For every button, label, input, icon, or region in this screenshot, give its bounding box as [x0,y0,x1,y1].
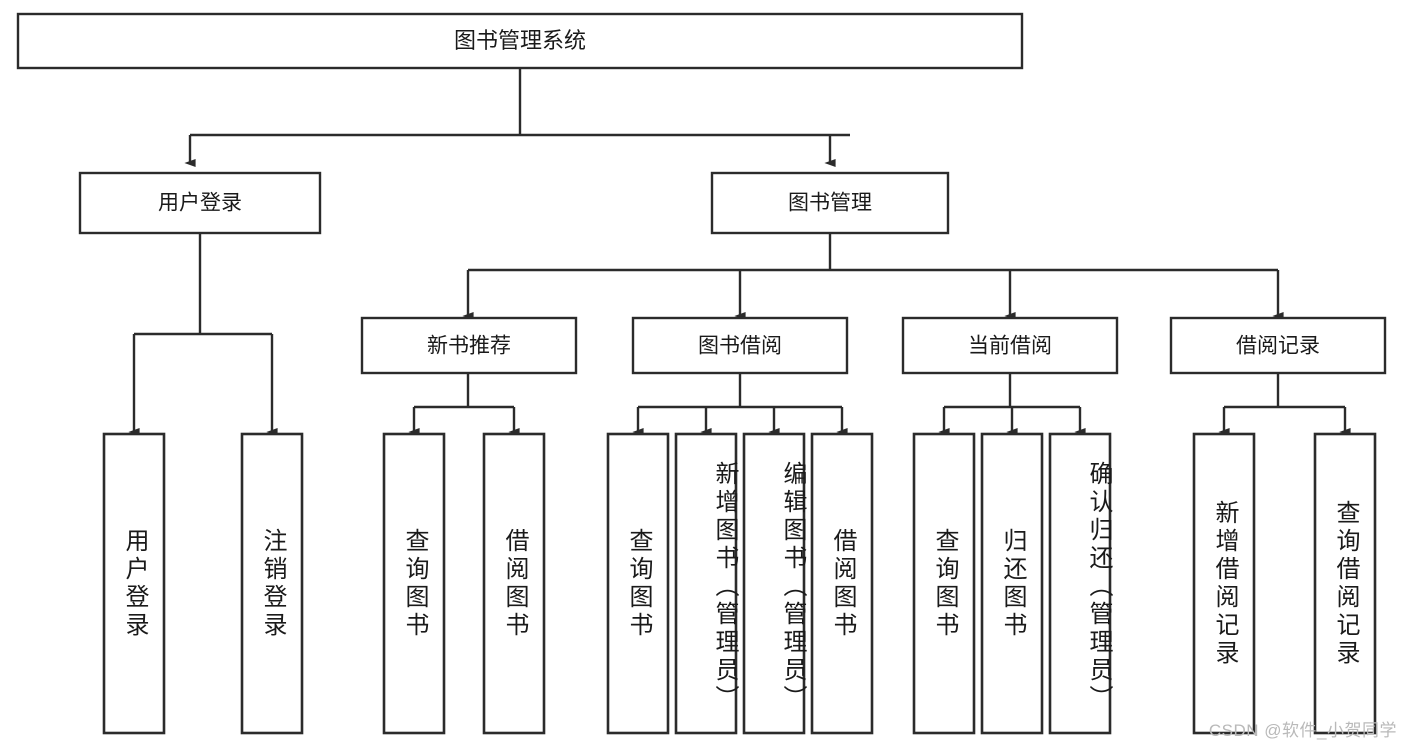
edge-book-management-group [462,233,1284,321]
edge-new-book-recommend-group [408,373,520,437]
node-book-borrow[interactable]: 图书借阅 [631,316,849,375]
node-borrow-record-box [1169,316,1387,375]
node-user-login-box [78,171,322,235]
csdn-watermark: CSDN @软件_小贺同学 [1208,721,1397,740]
node-user-login[interactable]: 用户登录 [78,171,322,235]
leaf-box-confirm-return-admin[interactable] [1048,432,1112,735]
node-book-management[interactable]: 图书管理 [710,171,950,235]
leaf-box-query-borrow-record[interactable] [1313,432,1377,735]
node-book-borrow-label: 图书借阅 [698,335,782,358]
leaf-box-query-book-3[interactable] [912,432,976,735]
edge-book-borrow-group [632,373,848,437]
leaf-box-logout-login[interactable] [240,432,304,735]
leaf-box-borrow-book-1[interactable] [482,432,546,735]
leaf-box-return-book[interactable] [980,432,1044,735]
node-book-borrow-box [631,316,849,375]
edge-current-borrow-group [938,373,1086,437]
leaf-box-user-login[interactable] [102,432,166,735]
leaf-box-query-book-2[interactable] [606,432,670,735]
edge-user-login-group [128,233,278,437]
node-current-borrow-label: 当前借阅 [968,335,1052,358]
edge-borrow-record-group [1218,373,1351,437]
leaf-box-add-book-admin[interactable] [674,432,738,735]
node-new-book-recommend[interactable]: 新书推荐 [360,316,578,375]
leaf-box-query-book-1[interactable] [382,432,446,735]
node-new-book-recommend-box [360,316,578,375]
node-borrow-record[interactable]: 借阅记录 [1169,316,1387,375]
node-current-borrow[interactable]: 当前借阅 [901,316,1119,375]
node-book-management-label: 图书管理 [788,192,872,215]
node-root-label: 图书管理系统 [454,28,586,53]
leaf-boxes-group [102,432,1377,735]
node-borrow-record-label: 借阅记录 [1236,335,1320,358]
node-user-login-label: 用户登录 [158,192,242,215]
node-new-book-recommend-label: 新书推荐 [427,335,511,358]
node-root[interactable]: 图书管理系统 [16,12,1024,70]
node-current-borrow-box [901,316,1119,375]
node-book-management-box [710,171,950,235]
leaf-box-borrow-book-2[interactable] [810,432,874,735]
leaf-box-add-borrow-record[interactable] [1192,432,1256,735]
leaf-box-edit-book-admin[interactable] [742,432,806,735]
edge-root-to-level2-group [184,68,850,168]
node-root-box [16,12,1024,70]
